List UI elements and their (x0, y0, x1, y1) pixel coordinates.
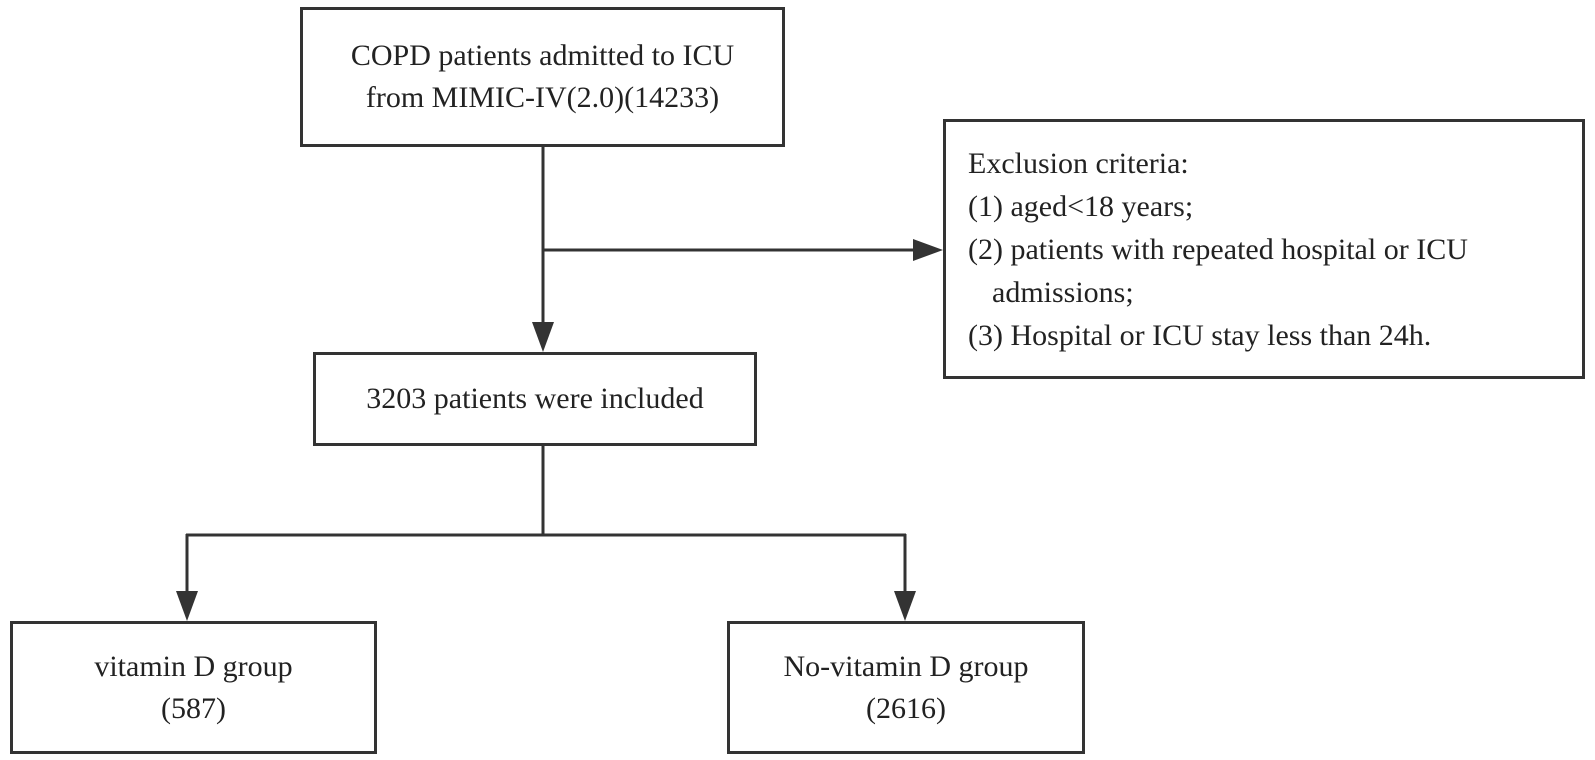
source-line-2: from MIMIC-IV(2.0)(14233) (365, 81, 720, 114)
included-patients-box: 3203 patients were included (313, 352, 757, 446)
arrowhead-exclusion (913, 239, 943, 261)
source-population-box: COPD patients admitted to ICU from MIMIC… (300, 7, 785, 147)
exclusion-item-3: (3) Hospital or ICU stay less than 24h. (968, 318, 1432, 352)
exclusion-item-2-line-1: (2) patients with repeated hospital or I… (968, 232, 1468, 266)
no-vitamin-d-group-label: No-vitamin D group (783, 649, 1029, 683)
exclusion-item-2-line-2: admissions; (992, 275, 1134, 309)
vitamin-d-group-count: (587) (161, 691, 226, 725)
vitamin-d-group-label: vitamin D group (94, 649, 293, 683)
exclusion-item-1: (1) aged<18 years; (968, 189, 1194, 223)
arrowhead-no-vitamin-d-group (894, 591, 916, 621)
no-vitamin-d-group-box: No-vitamin D group (2616) (727, 621, 1085, 754)
arrowhead-included (532, 322, 554, 352)
source-line-1: COPD patients admitted to ICU (350, 39, 735, 72)
exclusion-heading: Exclusion criteria: (968, 146, 1189, 180)
vitamin-d-group-box: vitamin D group (587) (10, 621, 377, 754)
exclusion-criteria-box: Exclusion criteria: (1) aged<18 years; (… (943, 119, 1585, 379)
included-label: 3203 patients were included (366, 382, 704, 415)
no-vitamin-d-group-count: (2616) (866, 691, 946, 725)
arrowhead-vitamin-d-group (176, 591, 198, 621)
